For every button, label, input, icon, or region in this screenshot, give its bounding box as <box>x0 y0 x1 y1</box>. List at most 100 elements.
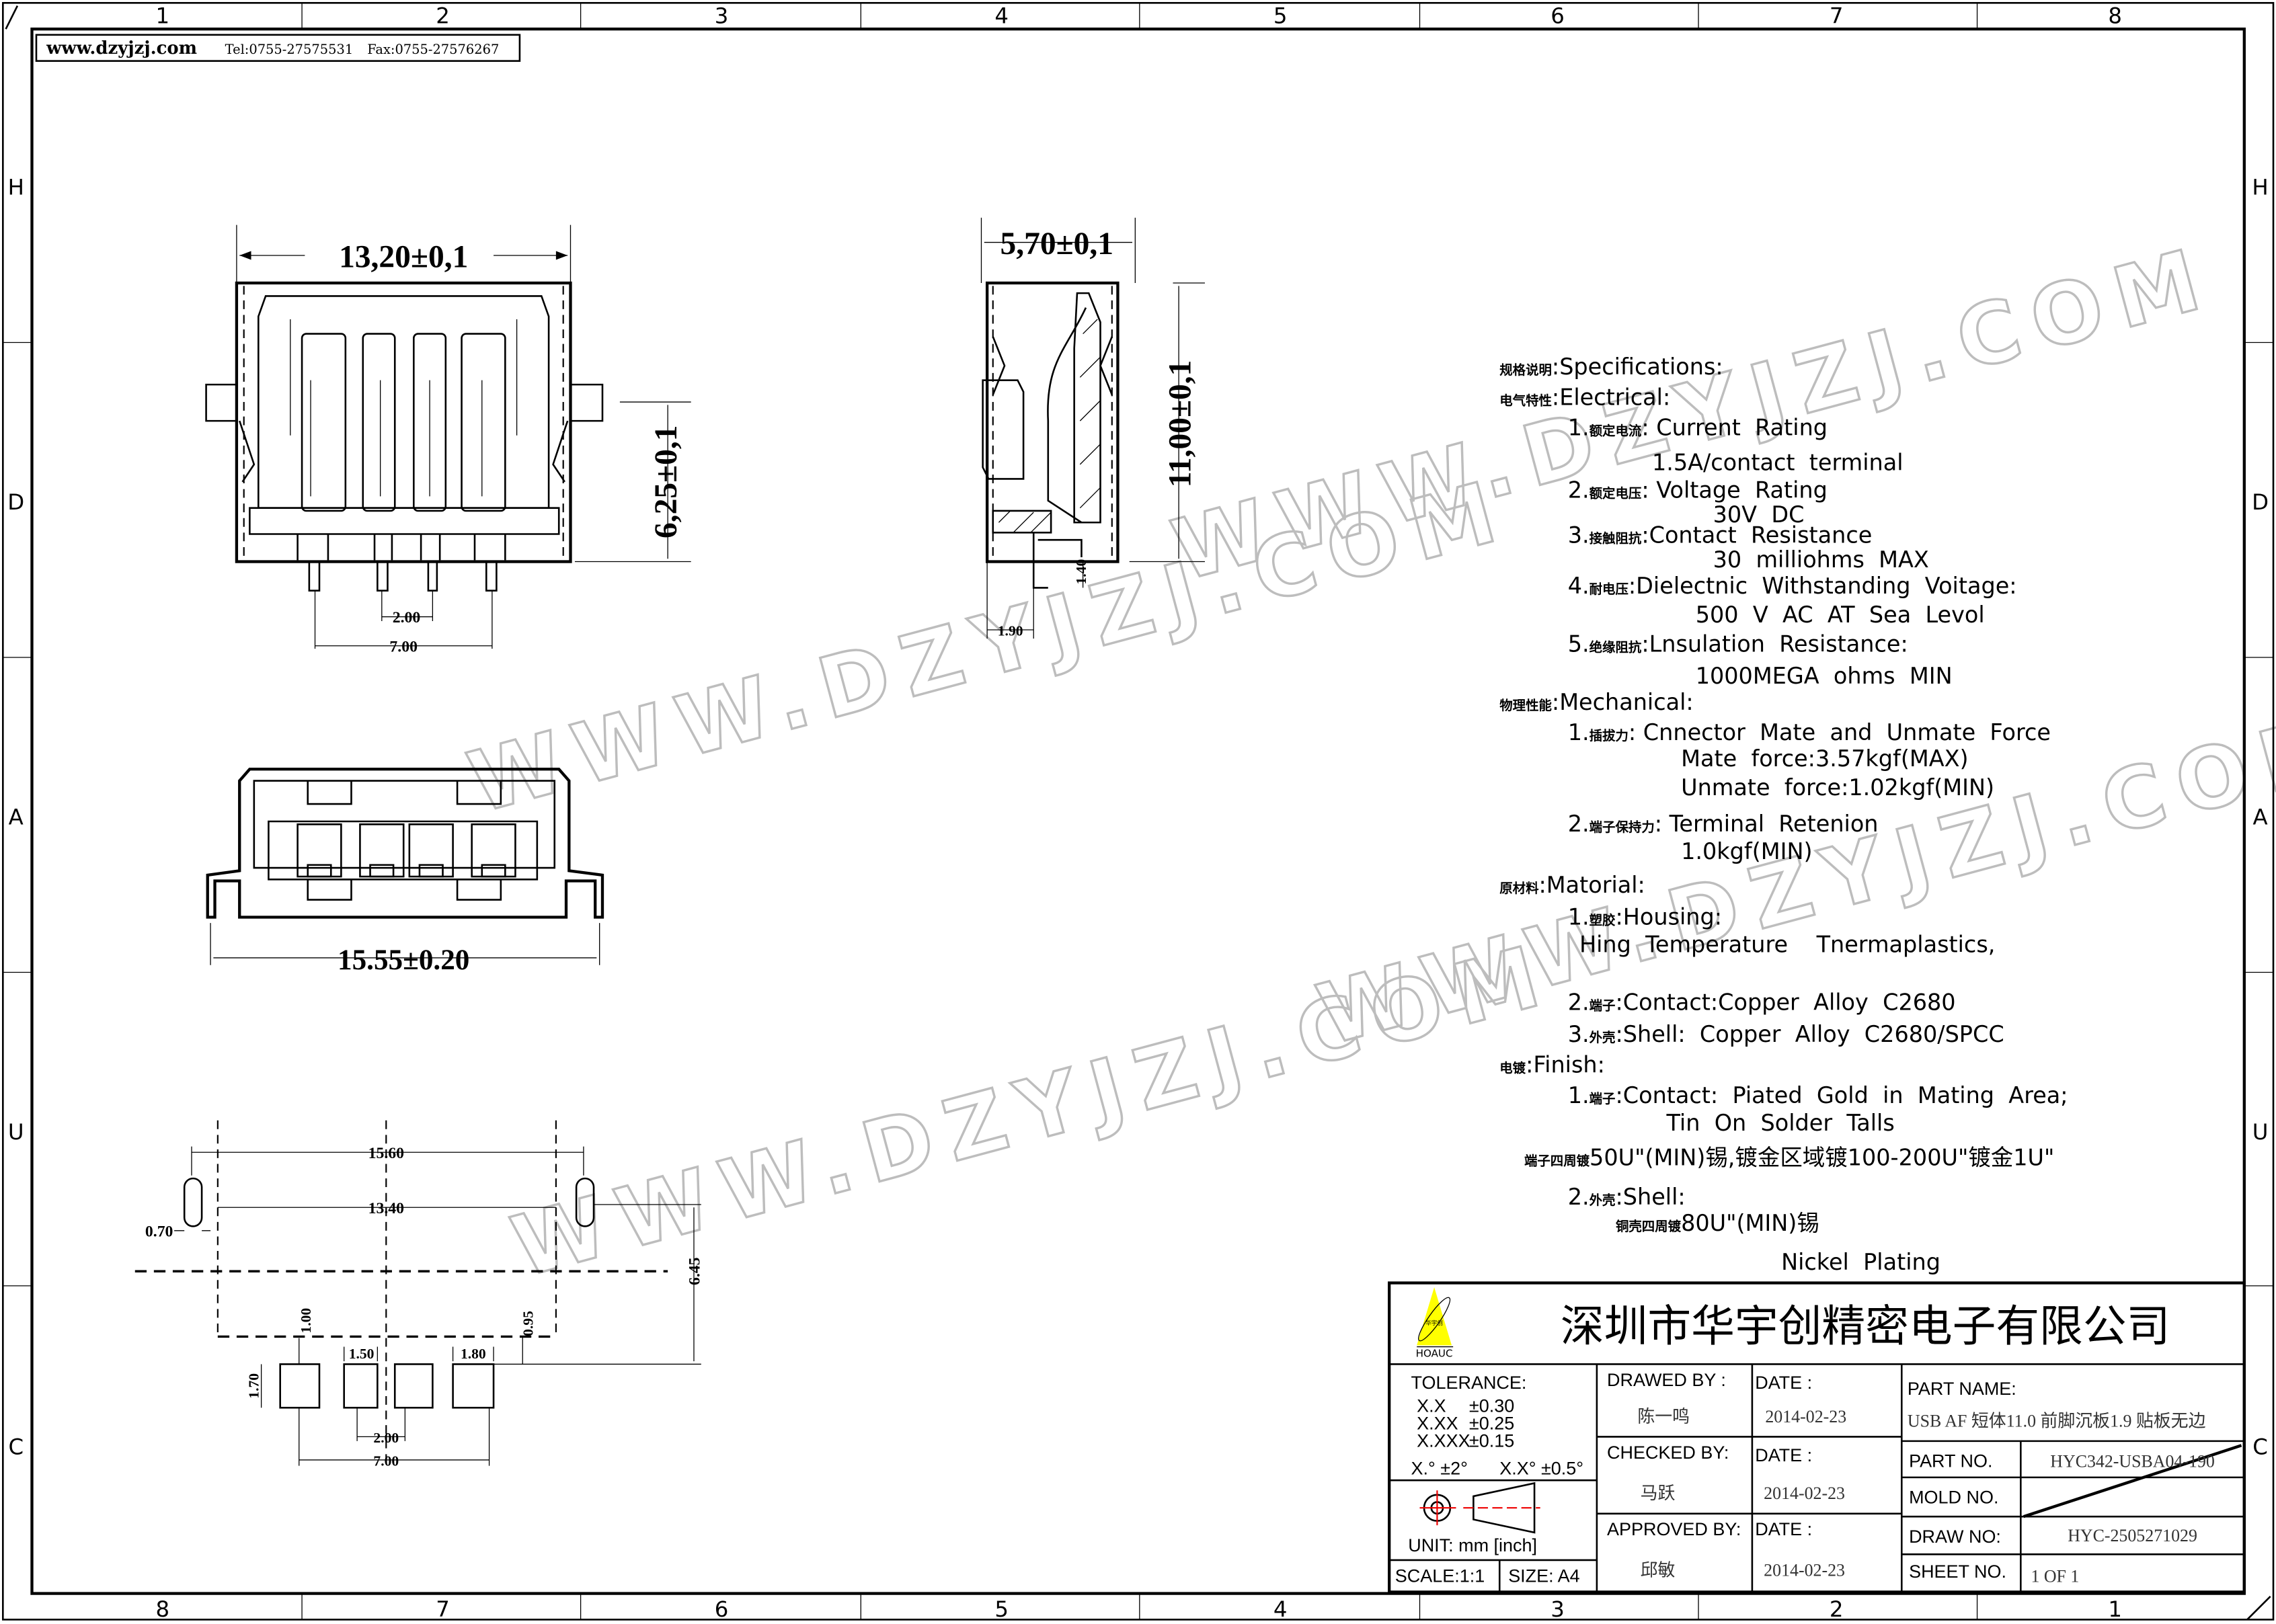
spec-line: 规格说明:Specifications: <box>1499 354 1723 380</box>
spec-line: 2.外壳:Shell: <box>1568 1184 1686 1210</box>
zone-letter: D <box>2252 489 2269 515</box>
spec-line: 30 milliohms MAX <box>1713 546 1929 573</box>
part-no-label: PART NO. <box>1909 1451 1992 1471</box>
spec-line: 1000MEGA ohms MIN <box>1696 663 1953 689</box>
dim-bottom-width: 15.55±0.20 <box>338 944 469 976</box>
spec-cn-label: 铜壳四周镀 <box>1616 1219 1682 1234</box>
spec-cn-label: 电镀 <box>1499 1061 1526 1076</box>
side-view: 5,70±0,1 11,00±0,1 1.90 1.40 <box>980 217 1205 639</box>
spec-line: 物理性能:Mechanical: <box>1499 689 1693 715</box>
spec-en-text: :Electrical: <box>1552 384 1670 410</box>
zone-number: 6 <box>715 1596 729 1622</box>
spec-line: 1.插拔力: Cnnector Mate and Unmate Force <box>1568 719 2051 745</box>
spec-cn-label: 原材料 <box>1499 881 1539 896</box>
website-link[interactable]: www.dzyjzj.com <box>46 38 197 58</box>
date-label: DATE : <box>1755 1373 1812 1393</box>
dim-fp-095: 0.95 <box>520 1311 536 1336</box>
logo-text: HOAUC <box>1416 1348 1453 1360</box>
spec-number: 2. <box>1568 989 1590 1016</box>
spec-en-text: 1.0kgf(MIN) <box>1681 838 1812 864</box>
spec-number: 1. <box>1568 903 1590 930</box>
dim-fp-645: 6.45 <box>686 1258 704 1286</box>
tolerance-label: TOLERANCE: <box>1411 1373 1527 1393</box>
spec-en-text: :Shell: <box>1615 1184 1685 1210</box>
dim-fp-200: 2.00 <box>373 1430 399 1446</box>
spec-line: 电气特性:Electrical: <box>1499 384 1670 410</box>
sheet-no-value: 1 OF 1 <box>2031 1566 2079 1586</box>
spec-line: 铜壳四周镀80U"(MIN)锡 <box>1616 1210 1819 1236</box>
drawed-by-label: DRAWED BY : <box>1607 1370 1726 1390</box>
bottom-view: 15.55±0.20 <box>206 768 604 976</box>
projection-symbol-icon <box>1419 1481 1540 1534</box>
spec-cn-label: 外壳 <box>1590 1030 1616 1045</box>
spec-en-text: Tin On Solder Talls <box>1666 1110 1895 1136</box>
spec-line: 2.端子保持力: Terminal Retenion <box>1568 811 1879 837</box>
draw-no-value: HYC-2505271029 <box>2068 1526 2197 1545</box>
fax-text: Fax:0755-27576267 <box>367 42 499 57</box>
watermark: WWW.DZYJZJ.COM <box>502 924 1563 1297</box>
zone-labels: 1 2 3 4 5 6 7 8 8 7 6 5 4 3 2 1 H D A U … <box>7 3 2269 1623</box>
zone-number: 5 <box>994 1596 1009 1622</box>
unit-label: UNIT: mm [inch] <box>1408 1535 1537 1555</box>
spec-cn-label: 外壳 <box>1590 1192 1616 1208</box>
sheet-no-label: SHEET NO. <box>1909 1561 2006 1582</box>
approved-by-label: APPROVED BY: <box>1607 1519 1741 1539</box>
spec-cn-label: 电气特性 <box>1499 393 1552 408</box>
spec-cn-label: 端子 <box>1590 998 1616 1014</box>
spec-line: 1.5A/contact terminal <box>1652 450 1904 476</box>
title-block: 华宇创 HOAUC 深圳市华宇创精密电子有限公司 TOLERANCE: X.X … <box>1388 1281 2246 1594</box>
spec-line: 5.绝缘阻抗:Lnsulation Resistance: <box>1568 631 1908 657</box>
spec-en-text: :Housing: <box>1615 903 1722 930</box>
spec-number: 3. <box>1568 1021 1590 1047</box>
contacts <box>249 319 560 561</box>
spec-en-text: : Voltage Rating <box>1641 477 1828 503</box>
spec-line: 1.塑胶:Housing: <box>1568 903 1722 930</box>
pcb-footprint: 15.60 13.40 0.70 6.45 1.00 0.95 1.50 1.8… <box>134 1120 704 1469</box>
spec-en-text: 80U"(MIN)锡 <box>1681 1210 1819 1236</box>
spec-number: 2. <box>1568 811 1590 837</box>
spec-en-text: Mate force:3.57kgf(MAX) <box>1681 745 1968 772</box>
spec-line: 30V DC <box>1713 501 1805 528</box>
mold-no-label: MOLD NO. <box>1909 1488 1998 1508</box>
zone-number: 5 <box>1273 3 1288 29</box>
angle-tolerance: X.° ±2° <box>1411 1459 1468 1479</box>
tolerance-key: X.XX <box>1417 1414 1458 1434</box>
spec-line: Hing Temperature Tnermaplastics, <box>1579 931 1995 957</box>
spec-line: 1.额定电流: Current Rating <box>1568 415 1828 441</box>
part-no-value: HYC342-USBA04-190 <box>2050 1452 2215 1471</box>
spec-number: 1. <box>1568 415 1590 441</box>
spec-line: 1.0kgf(MIN) <box>1681 838 1812 864</box>
checked-by-label: CHECKED BY: <box>1607 1443 1729 1463</box>
dim-front-height: 6,25±0,1 <box>649 425 684 539</box>
spec-en-text: Nickel Plating <box>1781 1249 1940 1275</box>
zone-number: 1 <box>156 3 170 29</box>
dim-fp-070: 0.70 <box>145 1223 173 1240</box>
angle-tolerance: X.X° ±0.5° <box>1499 1459 1583 1479</box>
dim-fp-1340: 13.40 <box>368 1200 404 1217</box>
spec-en-text: :Contact: Piated Gold in Mating Area; <box>1615 1082 2068 1108</box>
dim-side-140: 1.40 <box>1073 559 1089 585</box>
spec-number: 2. <box>1568 1184 1590 1210</box>
dim-side-190: 1.90 <box>998 623 1023 639</box>
spec-en-text: :Finish: <box>1526 1052 1605 1078</box>
zone-letter: A <box>2252 804 2267 829</box>
dim-fp-150: 1.50 <box>349 1346 375 1362</box>
dim-fp-180: 1.80 <box>461 1346 486 1362</box>
zone-number: 4 <box>994 3 1009 29</box>
spec-cn-label: 耐电压 <box>1590 581 1628 597</box>
part-name-value: USB AF 短体11.0 前脚沉板1.9 贴板无边 <box>1908 1411 2206 1430</box>
front-view: 13,20±0,1 2.00 7.00 6,25±0,1 <box>205 225 691 655</box>
zone-letter: H <box>8 174 24 200</box>
spec-en-text: Hing Temperature Tnermaplastics, <box>1579 931 1995 957</box>
specifications: 规格说明:Specifications: 电气特性:Electrical: 1.额定… <box>1499 354 2068 1275</box>
scale-label: SCALE:1:1 <box>1395 1566 1485 1586</box>
zone-letter: D <box>7 489 24 515</box>
watermark: WWW.DZYJZJ.COM <box>459 460 1519 832</box>
date-drawed: 2014-02-23 <box>1765 1407 1846 1426</box>
spec-en-text: 1.5A/contact terminal <box>1652 450 1904 476</box>
spec-cn-label: 塑胶 <box>1590 912 1616 928</box>
tolerance-key: X.X <box>1417 1396 1446 1416</box>
zone-number: 8 <box>156 1596 170 1622</box>
spec-line: 1.端子:Contact: Piated Gold in Mating Area… <box>1568 1082 2068 1108</box>
company-logo: 华宇创 HOAUC <box>1416 1287 1454 1360</box>
